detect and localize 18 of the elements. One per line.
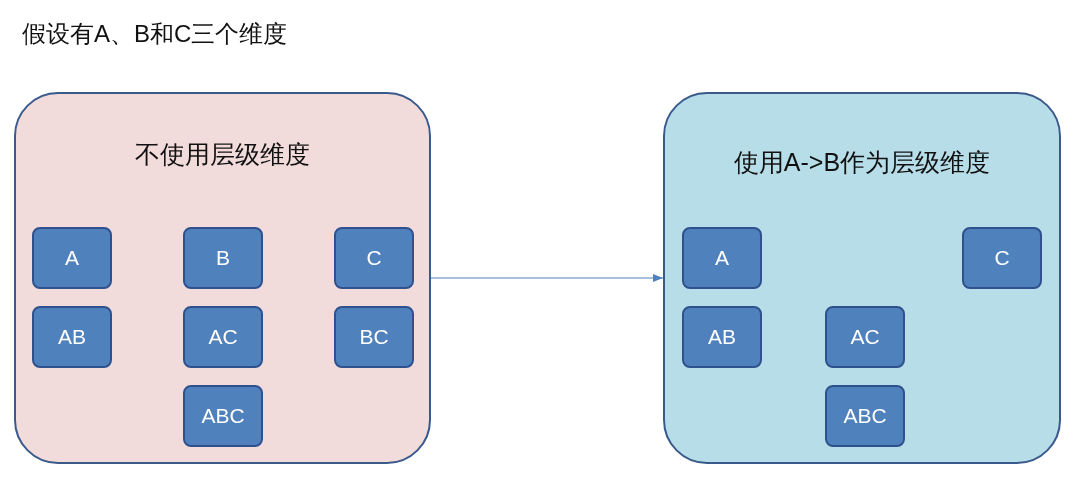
dimension-box: A [32,227,112,289]
group-heading: 使用A->B作为层级维度 [732,147,992,178]
dimension-box: AB [682,306,762,368]
group-heading: 不使用层级维度 [134,139,311,170]
group-box [14,92,431,464]
dimension-box: BC [334,306,414,368]
group-box [663,92,1061,464]
dimension-box: ABC [825,385,905,447]
dimension-box: A [682,227,762,289]
arrow [430,274,664,282]
dimension-box: C [334,227,414,289]
dimension-box: C [962,227,1042,289]
dimension-box: B [183,227,263,289]
dimension-box: AB [32,306,112,368]
dimension-box: ABC [183,385,263,447]
dimension-box: AC [183,306,263,368]
title: 假设有A、B和C三个维度 [22,19,288,49]
dimension-box: AC [825,306,905,368]
